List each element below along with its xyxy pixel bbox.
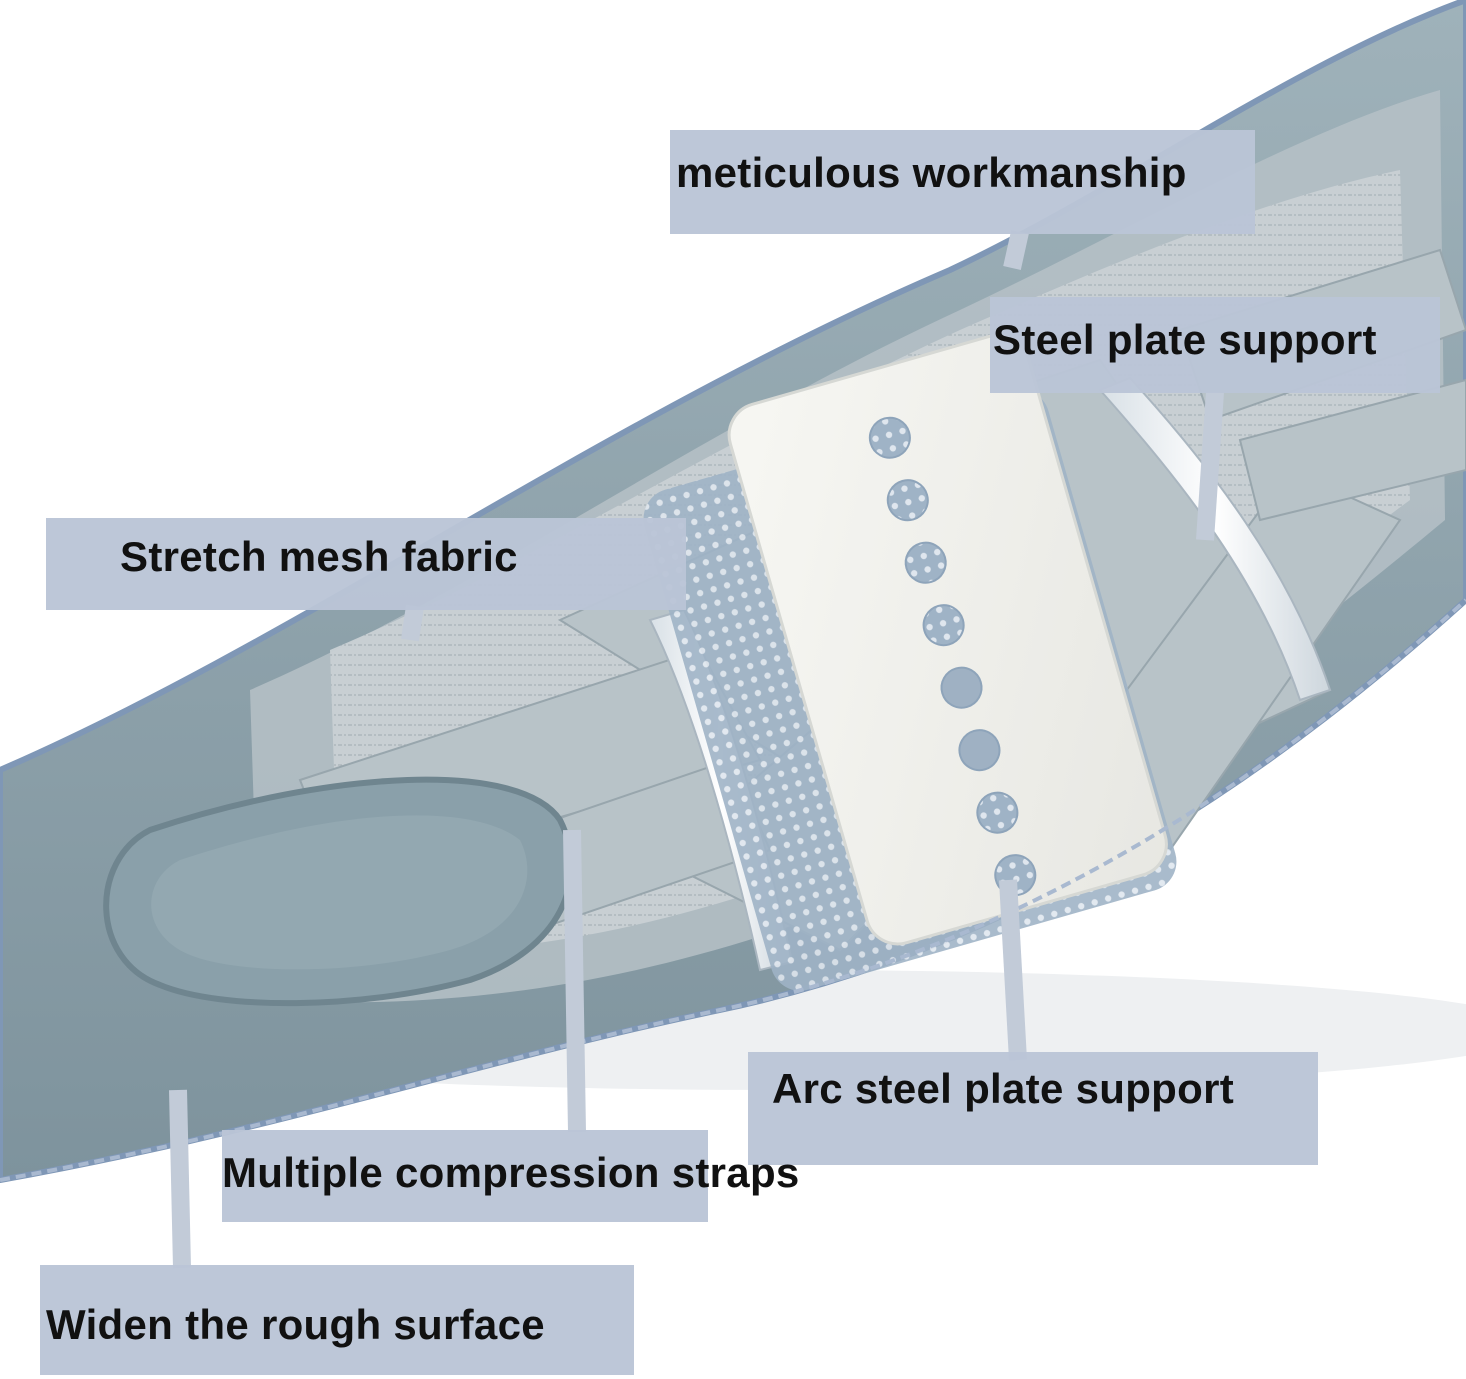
callout-meticulous-workmanship [670,130,1255,234]
callout-stretch-mesh-fabric-label: Stretch mesh fabric [120,533,518,580]
callout-widen-the-rough-surface [40,1265,634,1375]
callout-stretch-mesh-fabric [46,518,686,610]
callout-multiple-compression-straps-label: Multiple compression straps [222,1149,800,1196]
callout-widen-the-rough-surface-label: Widen the rough surface [46,1301,545,1348]
callout-arc-steel-plate-support-label: Arc steel plate support [772,1065,1235,1112]
callout-multiple-compression-straps [222,1130,708,1222]
central-plate [727,333,1168,946]
callout-pointers [169,230,1224,1269]
callout-meticulous-workmanship-label: meticulous workmanship [676,149,1187,196]
callout-arc-steel-plate-support [748,1052,1318,1165]
stitched-edge [0,598,1466,1182]
callout-steel-plate-support [990,297,1440,393]
callout-steel-plate-support-label: Steel plate support [993,316,1377,363]
steel-strip-right [1098,376,1332,702]
